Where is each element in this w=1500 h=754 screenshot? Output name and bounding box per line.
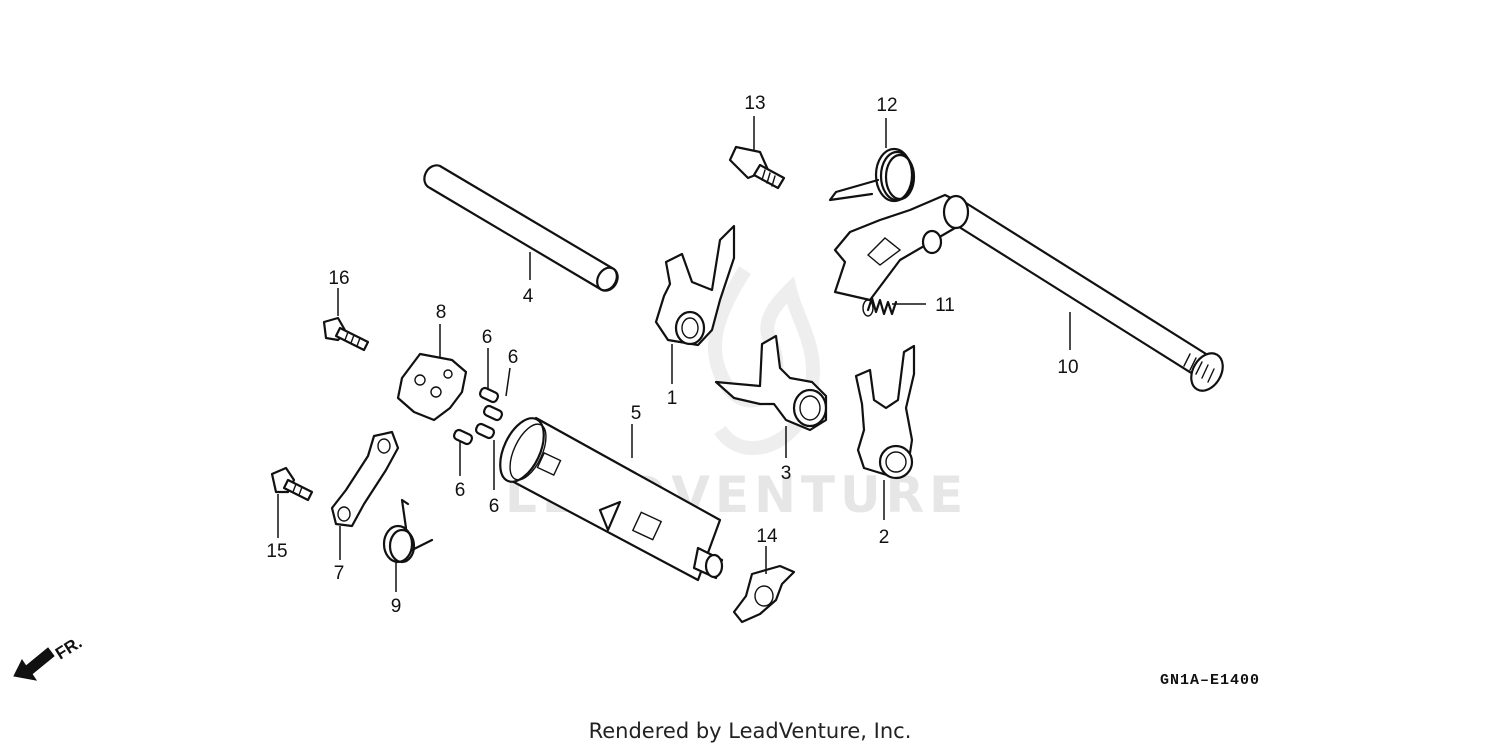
part-14-stopper-plate[interactable] xyxy=(732,564,796,624)
footer-credit: Rendered by LeadVenture, Inc. xyxy=(589,719,912,743)
part-16-bolt[interactable] xyxy=(322,316,370,352)
callout-13: 13 xyxy=(744,93,765,114)
part-13-bolt[interactable] xyxy=(728,145,786,190)
part-10-gearshift-spindle[interactable] xyxy=(833,193,1229,396)
callout-3: 3 xyxy=(781,463,792,484)
callout-2: 2 xyxy=(879,527,890,548)
callout-16: 16 xyxy=(328,268,349,289)
callout-6c: 6 xyxy=(455,480,466,501)
part-7-arm[interactable] xyxy=(330,430,400,528)
callout-11: 11 xyxy=(935,295,955,316)
part-4-fork-shaft[interactable] xyxy=(423,164,620,294)
part-15-bolt[interactable] xyxy=(270,466,314,502)
callout-14: 14 xyxy=(756,526,778,547)
callout-9: 9 xyxy=(391,596,402,617)
callout-15: 15 xyxy=(266,541,287,562)
callout-6d: 6 xyxy=(489,496,500,517)
part-11-spring[interactable] xyxy=(862,296,898,317)
diagram-code: GN1A–E1400 xyxy=(1160,672,1260,689)
callout-10: 10 xyxy=(1057,357,1078,378)
part-6-pins[interactable] xyxy=(452,386,504,446)
part-5-shift-drum[interactable] xyxy=(491,412,724,582)
callout-7: 7 xyxy=(334,563,345,584)
front-marker-label: FR. xyxy=(52,633,85,664)
part-9-spring[interactable] xyxy=(382,498,434,564)
callout-1: 1 xyxy=(667,388,678,409)
callout-labels: 1 2 3 4 5 6 6 6 6 7 8 9 10 11 12 13 14 1… xyxy=(266,93,1078,617)
callout-12: 12 xyxy=(876,95,897,116)
part-3-shift-fork[interactable] xyxy=(714,334,828,432)
callout-6b: 6 xyxy=(508,347,519,368)
callout-6a: 6 xyxy=(482,327,493,348)
part-12-spring[interactable] xyxy=(828,147,916,203)
part-8-plate[interactable] xyxy=(396,352,468,422)
callout-8: 8 xyxy=(436,302,447,323)
leader-lines xyxy=(277,116,1071,592)
front-arrow-icon xyxy=(13,647,55,681)
front-direction-marker: FR. xyxy=(13,633,85,681)
part-1-shift-fork[interactable] xyxy=(654,224,736,347)
callout-4: 4 xyxy=(523,286,534,307)
callout-5: 5 xyxy=(631,403,642,424)
part-2-shift-fork[interactable] xyxy=(854,344,916,480)
